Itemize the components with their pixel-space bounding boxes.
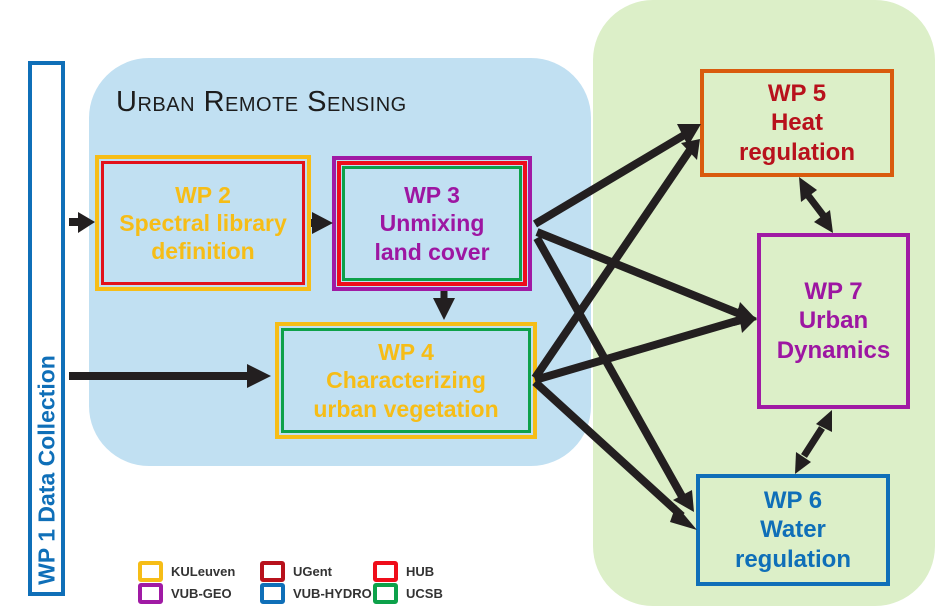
wp5-heat-regulation-box: WP 5 Heat regulation: [700, 69, 894, 177]
legend-label: HUB: [406, 564, 435, 579]
arrow-wp2-to-wp3: [311, 212, 333, 234]
wp1-data-collection-box: [28, 61, 65, 596]
wp7-label: WP 7 Urban Dynamics: [776, 278, 891, 364]
arrow-wp3-to-wp7: [535, 228, 757, 326]
legend-label: VUB-GEO: [171, 586, 232, 601]
wp6-label: WP 6 Water regulation: [734, 487, 851, 573]
arrow-wp4-to-wp7: [533, 308, 757, 384]
legend-swatch: [260, 583, 285, 604]
legend-label: VUB-HYDRO: [293, 586, 372, 601]
legend-item-ucsb: UCSB: [373, 583, 443, 604]
legend-item-ugent: UGent: [260, 561, 332, 582]
wp5-label: WP 5 Heat regulation: [738, 80, 855, 166]
arrow-wp3-to-wp4: [433, 291, 455, 320]
arrow-wp3-to-wp5: [532, 124, 701, 228]
legend-item-kuleuven: KULeuven: [138, 561, 235, 582]
legend-swatch: [373, 583, 398, 604]
legend-swatch: [373, 561, 398, 582]
wp7-urban-dynamics-box: WP 7 Urban Dynamics: [757, 233, 910, 409]
wp3-label: WP 3 Unmixing land cover: [374, 182, 490, 265]
wp4-label: WP 4 Characterizing urban vegetation: [313, 339, 499, 422]
arrow-wp1-to-wp2: [69, 212, 95, 233]
legend-item-hub: HUB: [373, 561, 434, 582]
arrow-wp3-to-wp6: [533, 236, 694, 512]
wp3-unmixing-box: WP 3 Unmixing land cover: [342, 166, 522, 281]
wp2-spectral-library-box: WP 2 Spectral library definition: [101, 161, 305, 285]
wp2-label: WP 2 Spectral library definition: [119, 181, 287, 265]
wp3-outer-border: [332, 156, 532, 291]
legend-label: UGent: [293, 564, 332, 579]
legend-label: KULeuven: [171, 564, 236, 579]
wp3-middle-border: [337, 161, 527, 286]
arrow-wp4-to-wp6: [532, 379, 697, 530]
ecosystem-services-panel: [593, 0, 935, 606]
arrow-wp1-to-wp4: [69, 364, 271, 388]
legend-label: UCSB: [406, 586, 443, 601]
wp4-outer-border: [275, 322, 537, 439]
double-arrow-wp5-wp7: [799, 177, 833, 233]
wp2-outer-border: [95, 155, 311, 291]
legend-item-vub-geo: VUB-GEO: [138, 583, 232, 604]
urban-remote-sensing-title: Urban Remote Sensing: [116, 86, 407, 118]
wp6-water-regulation-box: WP 6 Water regulation: [696, 474, 890, 586]
legend-swatch: [138, 583, 163, 604]
double-arrow-wp7-wp6: [795, 410, 832, 474]
legend-swatch: [138, 561, 163, 582]
legend-swatch: [260, 561, 285, 582]
wp4-vegetation-box: WP 4 Characterizing urban vegetation: [281, 328, 531, 433]
legend-item-vub-hydro: VUB-HYDRO: [260, 583, 372, 604]
